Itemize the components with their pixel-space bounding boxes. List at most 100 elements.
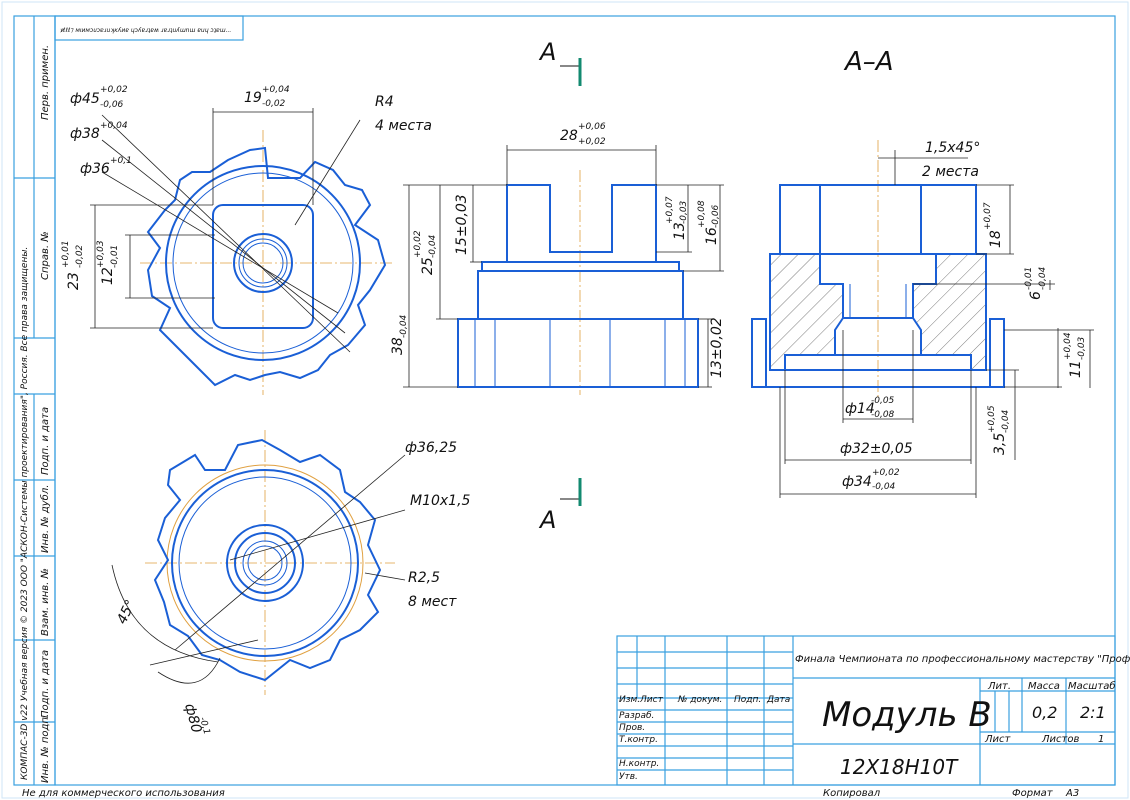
vertical-copyright: КОМПАС-3D v22 Учебная версия © 2023 ООО …: [20, 247, 30, 780]
col-date: Дата: [766, 695, 790, 705]
dim-thread: M10х1,5: [410, 493, 471, 509]
section-mark-bottom: А: [538, 506, 556, 534]
row-prov: Пров.: [619, 723, 645, 733]
side-label-podp2: Подп. и дата: [40, 650, 51, 718]
dim-d34: ф34: [842, 474, 872, 490]
dim-28: 28: [560, 128, 578, 144]
not-commercial-note: Не для коммерческого использования: [22, 788, 225, 799]
svg-text:-0,02: -0,02: [262, 99, 286, 109]
row-tkontr: Т.контр.: [619, 735, 658, 745]
label-scale: Масштаб: [1068, 680, 1116, 692]
svg-text:-0,05: -0,05: [871, 396, 895, 406]
svg-text:-0,03: -0,03: [679, 200, 689, 224]
svg-text:-0,03: -0,03: [1077, 336, 1087, 360]
dim-13: 13: [672, 222, 688, 240]
svg-text:-0,04: -0,04: [1001, 409, 1011, 433]
svg-text:-0,08: -0,08: [871, 410, 895, 420]
svg-text:+0,04: +0,04: [1063, 332, 1073, 360]
title-competition: Финала Чемпионата по профессиональному м…: [795, 654, 1130, 665]
dim-chamfer-note: 2 места: [922, 164, 979, 180]
row-nkontr: Н.контр.: [619, 759, 659, 769]
svg-text:-0,1: -0,1: [197, 716, 211, 736]
svg-text:-0,04: -0,04: [428, 234, 438, 258]
svg-text:+0,04: +0,04: [262, 85, 290, 95]
label-sheet: Лист: [984, 734, 1012, 745]
dim-15: 15±0,03: [454, 194, 470, 255]
side-label-sprav: Справ. №: [40, 231, 51, 280]
title-block: Финала Чемпионата по профессиональному м…: [616, 635, 1130, 786]
dim-r2-5-note: 8 мест: [408, 594, 457, 610]
svg-text:+0,02: +0,02: [100, 85, 128, 95]
side-strip: Перв. примен. Справ. № Подп. и дата Инв.…: [13, 15, 56, 786]
col-doc: № докум.: [677, 695, 722, 705]
format-label: Формат: [1012, 788, 1054, 799]
dim-d32: ф32±0,05: [840, 441, 913, 457]
dim-d36-25: ф36,25: [405, 440, 457, 456]
dim-r4: R4: [375, 94, 394, 110]
section-marks: А А А–А: [538, 38, 894, 534]
value-mass: 0,2: [1032, 703, 1057, 722]
value-sheets: 1: [1098, 734, 1104, 745]
label-sheets: Листов: [1041, 734, 1079, 745]
svg-text:+0,02: +0,02: [872, 468, 900, 478]
dim-d80: ф80: [181, 702, 204, 735]
dim-d45: ф45: [70, 91, 100, 107]
dim-11: 11: [1068, 360, 1084, 378]
svg-text:+0,07: +0,07: [983, 202, 993, 230]
svg-text:-0,02: -0,02: [75, 244, 85, 268]
view-front: 28 +0,06 +0,02 15±0,03 25 +0,02 -0,04 38…: [390, 122, 725, 395]
view-top-left: ф45 +0,02 -0,06 ф38 +0,04 ф36 +0,1 19 +0…: [61, 85, 432, 395]
svg-text:+0,04: +0,04: [100, 121, 128, 131]
dim-12: 12: [100, 267, 116, 285]
svg-text:+0,03: +0,03: [96, 240, 106, 268]
dim-16: 16: [704, 227, 720, 245]
title-name: Модуль В: [822, 695, 992, 735]
dim-38: 38: [390, 337, 406, 355]
dim-d38: ф38: [70, 126, 100, 142]
value-scale: 2:1: [1080, 703, 1106, 722]
col-list: Лист: [639, 695, 664, 705]
col-podp: Подп.: [734, 695, 761, 705]
svg-text:+0,01: +0,01: [61, 240, 71, 268]
svg-text:+0,1: +0,1: [110, 156, 132, 166]
svg-text:-0,04: -0,04: [872, 482, 896, 492]
dim-r4-note: 4 места: [375, 118, 432, 134]
dim-25: 25: [420, 257, 436, 275]
side-label-perv: Перв. примен.: [40, 45, 51, 120]
svg-text:-0,06: -0,06: [711, 204, 721, 228]
side-label-podp1: Подп. и дата: [40, 407, 51, 475]
top-left-stamp: [54, 15, 244, 41]
svg-text:+0,07: +0,07: [665, 196, 675, 224]
col-izm: Изм.: [619, 695, 640, 705]
svg-text:+0,05: +0,05: [987, 405, 997, 433]
format-value: А3: [1065, 788, 1079, 799]
side-label-inv-podp: Инв. № подп.: [40, 714, 51, 783]
dim-d14: ф14: [845, 401, 875, 417]
svg-text:-0,01: -0,01: [1024, 267, 1034, 290]
section-title: А–А: [843, 47, 894, 77]
side-label-inv-dubl: Инв. № дубл.: [39, 485, 51, 553]
top-left-stamp-text: ꝟℓℓℓ⁊ ᴍıᴎᴍɔᴜɔɐɹuʞᴋʎᴎɐ ɥɔʎɐɹʇɐʍ ɹɐɹʇuʎɯnɯ…: [60, 27, 231, 34]
svg-text:-0,04: -0,04: [399, 314, 409, 338]
dim-3-5: 3,5: [992, 433, 1008, 455]
dim-19: 19: [244, 90, 262, 106]
dim-23: 23: [66, 272, 82, 290]
label-mass: Масса: [1028, 681, 1060, 692]
svg-text:+0,02: +0,02: [578, 137, 606, 147]
title-material: 12Х18Н10Т: [840, 755, 959, 779]
dim-45-deg: 45°: [114, 597, 139, 626]
section-mark-top: А: [538, 38, 556, 66]
svg-text:+0,02: +0,02: [413, 230, 423, 258]
svg-text:-0,04: -0,04: [1038, 266, 1048, 290]
dim-18: 18: [988, 230, 1004, 248]
dim-r2-5: R2,5: [408, 570, 440, 586]
dim-13-02: 13±0,02: [709, 317, 725, 378]
view-section: 1,5х45° 2 места 18 +0,07 6 -0,01 -0,04 1…: [751, 140, 1094, 498]
side-label-vzam: Взам. инв. №: [40, 568, 51, 636]
dim-chamfer: 1,5х45°: [925, 140, 980, 156]
label-lit: Лит.: [987, 681, 1011, 692]
row-utv: Утв.: [619, 772, 638, 782]
svg-text:+0,06: +0,06: [578, 122, 606, 132]
